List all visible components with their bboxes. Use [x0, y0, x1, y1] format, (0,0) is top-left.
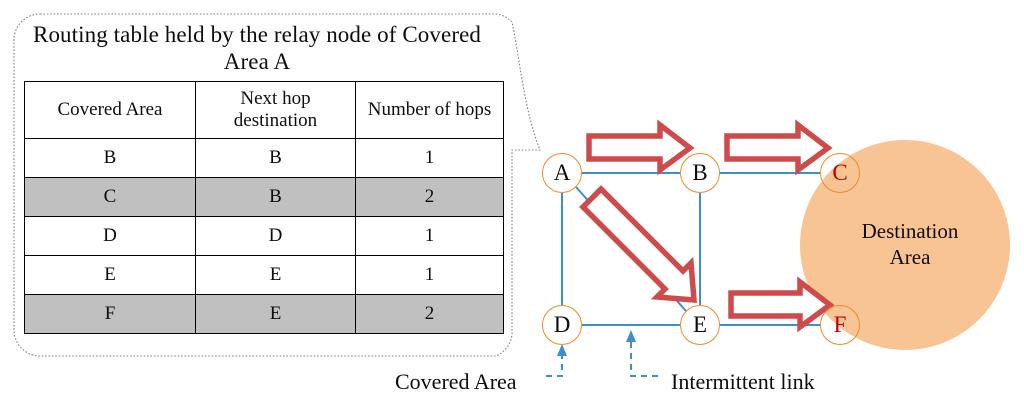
table-row: D D 1 — [24, 216, 504, 256]
cell-next-hop: E — [195, 255, 356, 295]
destination-area-circle — [800, 140, 1010, 350]
network-node-f[interactable]: F — [820, 305, 860, 345]
cell-next-hop: B — [195, 138, 356, 178]
column-header-number-of-hops: Number of hops — [355, 81, 504, 139]
network-node-e[interactable]: E — [680, 305, 720, 345]
column-header-next-hop-destination: Next hop destination — [195, 81, 356, 139]
network-node-e-label: E — [692, 311, 708, 337]
cell-next-hop: D — [195, 216, 356, 256]
destination-area-label-line2: Area — [889, 245, 931, 270]
network-node-f-label: F — [833, 311, 847, 337]
table-row: F E 2 — [24, 294, 504, 334]
callout-outline — [13, 13, 541, 357]
route-arrow-b-c — [724, 119, 833, 176]
routing-table-head: Covered Area Next hop destination Number… — [24, 81, 504, 139]
cell-hops: 2 — [355, 177, 504, 217]
leader-arrowhead-covered-area — [557, 344, 567, 356]
leader-intermittent-link — [630, 338, 658, 377]
route-arrow-a-b — [586, 119, 695, 176]
cell-covered-area: D — [24, 216, 196, 256]
legend-arrowheads — [557, 330, 636, 356]
network-node-a[interactable]: A — [542, 153, 582, 193]
table-row: E E 1 — [24, 255, 504, 295]
cell-hops: 1 — [355, 138, 504, 178]
column-header-covered-area: Covered Area — [24, 81, 196, 139]
network-node-a-label: A — [553, 159, 571, 185]
table-row: C B 2 — [24, 177, 504, 217]
cell-covered-area: C — [24, 177, 196, 217]
network-node-b-label: B — [692, 159, 708, 185]
route-arrow-a-e — [579, 185, 698, 304]
cell-hops: 2 — [355, 294, 504, 334]
legend-label-covered-area: Covered Area — [395, 369, 517, 394]
cell-covered-area: F — [24, 294, 196, 334]
cell-next-hop: B — [195, 177, 356, 217]
destination-area-label-line1: Destination — [861, 219, 959, 243]
destination-area-label: Destination Area — [845, 218, 975, 271]
network-node-d-label: D — [553, 311, 571, 337]
route-arrow-e-f — [728, 276, 835, 333]
network-node-c-label: C — [832, 159, 848, 185]
callout-title: Routing table held by the relay node of … — [33, 22, 481, 74]
leader-arrowhead-intermittent-link — [626, 330, 636, 342]
network-node-d[interactable]: D — [542, 305, 582, 345]
cell-hops: 1 — [355, 216, 504, 256]
route-arrows — [579, 119, 835, 333]
cell-next-hop: E — [195, 294, 356, 334]
table-row: B B 1 — [24, 138, 504, 178]
routing-table-header-row: Covered Area Next hop destination Number… — [24, 81, 504, 139]
legend-label-intermittent-link: Intermittent link — [671, 369, 815, 394]
network-node-c[interactable]: C — [820, 153, 860, 193]
routing-table-body: B B 1 C B 2 D D 1 E E 1 F E 2 — [24, 138, 504, 334]
routing-table: Covered Area Next hop destination Number… — [24, 81, 504, 334]
legend-leaders — [546, 338, 658, 377]
cell-covered-area: B — [24, 138, 196, 178]
network-node-b[interactable]: B — [680, 153, 720, 193]
cell-covered-area: E — [24, 255, 196, 295]
cell-hops: 1 — [355, 255, 504, 295]
leader-covered-area — [546, 352, 563, 377]
